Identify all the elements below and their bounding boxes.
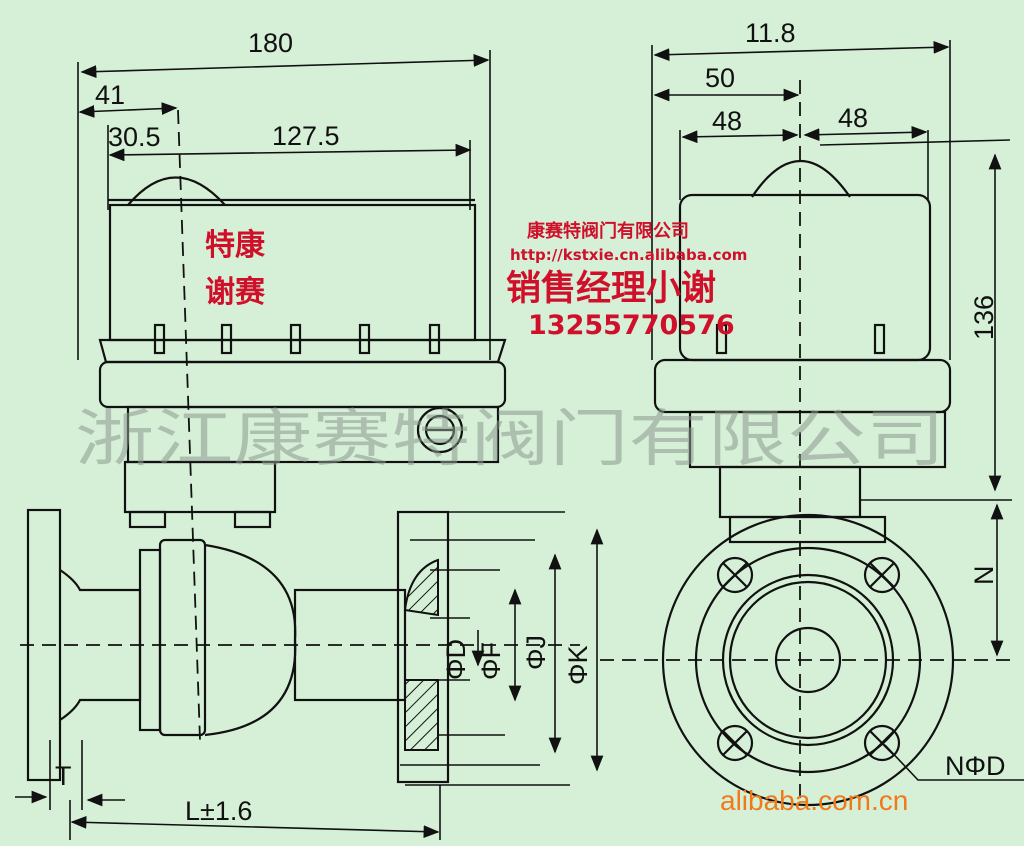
- dim-phi-d: ΦD: [441, 639, 471, 680]
- right-dimensions: [653, 40, 950, 144]
- left-dimensions: [15, 54, 490, 839]
- left-valve-body: [20, 508, 604, 840]
- dim-phi-j: ΦJ: [521, 635, 551, 670]
- right-flange: [600, 513, 1024, 807]
- left-actuator: [77, 50, 507, 741]
- dim-bolt-holes: NΦD: [945, 751, 1006, 781]
- dim-180: 180: [248, 28, 293, 58]
- right-actuator: [651, 40, 1012, 800]
- dim-length: L±1.6: [185, 796, 252, 826]
- dim-t: T: [55, 761, 72, 791]
- company-url: http://kstxie.cn.alibaba.com: [510, 246, 747, 264]
- phone-number: 13255770576: [528, 310, 735, 341]
- alibaba-watermark: alibaba.com.cn: [720, 785, 908, 816]
- dim-41: 41: [95, 80, 125, 110]
- dim-phi-f: ΦF: [476, 642, 506, 680]
- dim-48-left: 48: [712, 106, 742, 136]
- dim-11-8: 11.8: [745, 18, 796, 48]
- company-watermark: 浙江康赛特阀门有限公司: [75, 402, 945, 475]
- dim-30-5: 30.5: [108, 122, 161, 152]
- company-name: 康赛特阀门有限公司: [527, 220, 689, 242]
- name-line-2: 谢赛: [205, 275, 266, 310]
- dim-136: 136: [969, 295, 999, 340]
- sales-manager: 销售经理小谢: [506, 269, 716, 309]
- dim-50: 50: [705, 63, 735, 93]
- dim-phi-k: ΦK: [563, 645, 593, 685]
- name-line-1: 特康: [205, 228, 266, 263]
- dim-127-5: 127.5: [272, 121, 340, 151]
- dim-48-right: 48: [838, 103, 868, 133]
- dim-n: N: [969, 566, 999, 586]
